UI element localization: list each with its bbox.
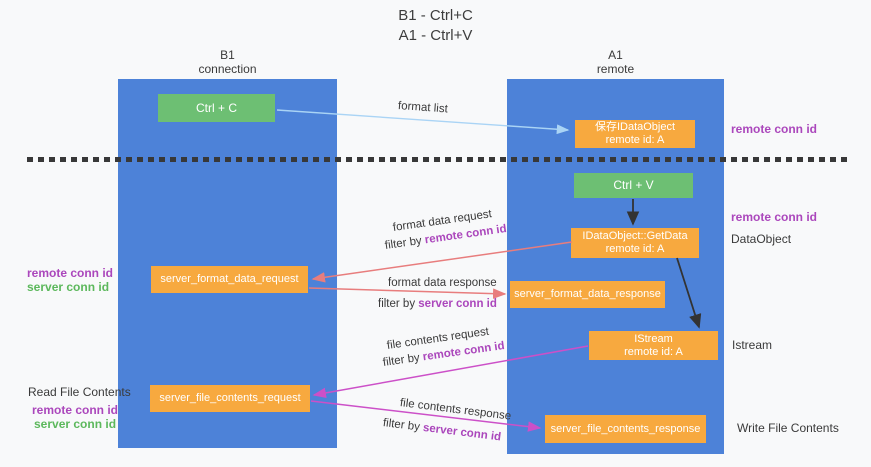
node-ctrl-v-label: Ctrl + V [613,178,654,192]
node-server-file-contents-request: server_file_contents_request [150,385,310,412]
node-save-idataobject: 保存IDataObject remote id: A [575,120,695,148]
side-label-left-remote-conn-id-2: remote conn id [32,403,119,417]
title-line-2: A1 - Ctrl+V [398,27,473,44]
node-getdata-line2: remote id: A [605,243,665,255]
node-server-format-data-response: server_format_data_response [510,281,665,308]
node-idataobject-getdata: IDataObject::GetData remote id: A [571,228,699,258]
dashed-separator [27,157,847,162]
node-save-line1: 保存IDataObject [594,121,676,133]
side-label-remote-conn-id-top: remote conn id [731,122,818,136]
arrow-label-filter-server-1: filter by server conn id [378,298,497,310]
server-conn-id-text: server conn id [418,298,497,310]
node-ctrl-c-label: Ctrl + C [195,100,237,115]
lane-header-a1: A1 remote [507,48,724,76]
side-label-remote-conn-id-mid: remote conn id [731,210,818,224]
lane-a1-title: A1 [608,48,623,62]
arrow-label-format-data-response: format data response [388,277,497,289]
node-save-line2: remote id: A [605,134,665,146]
node-server-format-data-request: server_format_data_request [151,266,308,293]
side-label-istream: Istream [732,338,773,352]
lane-b1-subtitle: connection [198,62,257,76]
side-label-left-remote-conn-id-1: remote conn id [27,266,114,280]
side-label-dataobject: DataObject [731,232,792,246]
node-istream-line2: remote id: A [624,345,683,358]
arrow-label-format-list: format list [397,100,449,116]
node-istream: IStream remote id: A [589,331,718,360]
filter-by-text: filter by [378,298,416,310]
arrow-label-filter-server-2: filter by server conn id [382,417,501,443]
side-label-write-file-contents: Write File Contents [737,421,839,435]
title-line-1: B1 - Ctrl+C [398,7,473,24]
filter-by-text: filter by [384,234,423,252]
lane-header-b1: B1 connection [118,48,337,76]
node-ctrl-c: Ctrl + C [158,94,275,122]
lane-b1-title: B1 [220,48,235,62]
node-server-file-contents-response: server_file_contents_response [545,415,706,443]
filter-by-text: filter by [382,351,421,369]
filter-by-text: filter by [382,417,421,434]
side-label-left-server-conn-id-1: server conn id [27,280,110,294]
side-label-read-file-contents: Read File Contents [28,385,131,399]
node-getdata-line1: IDataObject::GetData [582,230,688,242]
node-sfcreq-label: server_file_contents_request [159,392,301,404]
page-title: B1 - Ctrl+C A1 - Ctrl+V [0,6,871,46]
arrow-label-file-contents-response: file contents response [399,397,512,423]
node-sfdres-label: server_format_data_response [514,288,661,300]
node-istream-line1: IStream [634,332,673,345]
node-sfcres-label: server_file_contents_response [550,422,701,435]
lane-a1-subtitle: remote [596,62,635,76]
server-conn-id-text: server conn id [422,421,502,444]
node-ctrl-v: Ctrl + V [574,173,693,198]
side-label-left-server-conn-id-2: server conn id [34,417,117,431]
node-sfdreq-label: server_format_data_request [160,273,299,285]
